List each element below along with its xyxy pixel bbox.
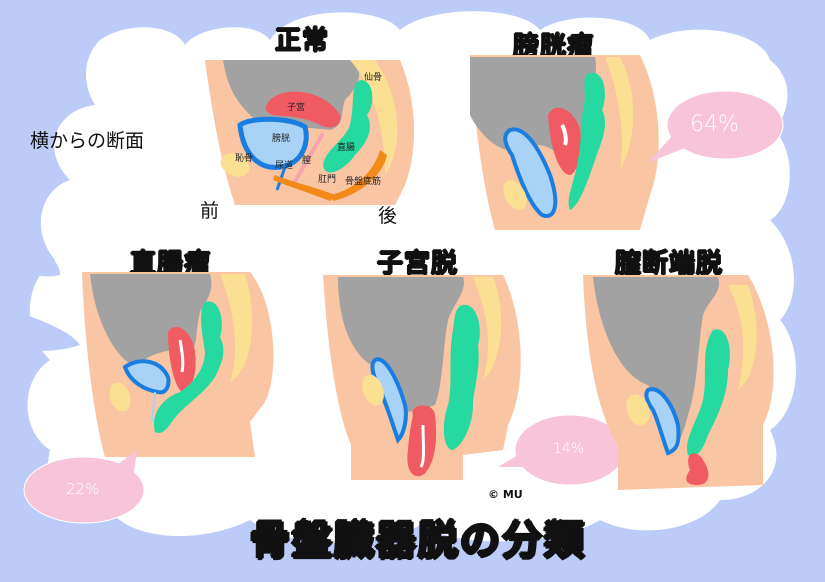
percentage-rectocele: 22% — [66, 480, 100, 498]
subtitle-cross-section: 横からの断面 — [30, 130, 145, 152]
label-back: 後 — [378, 205, 398, 227]
bladder-shape — [237, 116, 309, 170]
diagram-cystocele — [470, 55, 659, 230]
label-uterus: 子宮 — [287, 103, 306, 113]
bubble-cystocele — [647, 90, 784, 163]
pelvic-floor-left — [273, 175, 335, 201]
percentage-cystocele: 64% — [690, 112, 739, 137]
panel-title-uterine-prolapse: 子宮脱 — [377, 249, 459, 279]
copyright: © MU — [488, 488, 523, 501]
label-anus: 肛門 — [318, 175, 337, 185]
vagina-shape — [291, 132, 325, 186]
percentage-uterine-prolapse: 14% — [553, 441, 585, 457]
label-front: 前 — [200, 200, 220, 222]
diagram-normal — [205, 60, 415, 205]
label-bladder: 膀胱 — [272, 134, 291, 144]
label-urethra: 尿道 — [275, 161, 294, 171]
diagram-uterine-prolapse — [323, 275, 521, 480]
diagram-rectocele — [82, 272, 274, 457]
diagram-vaginal-vault-prolapse — [583, 275, 774, 490]
pelvic-floor-right — [330, 150, 387, 201]
label-vagina: 膣 — [302, 156, 312, 166]
sacrum-shape — [350, 60, 398, 175]
label-sacrum: 仙骨 — [364, 73, 383, 83]
uterus-shape — [265, 91, 341, 128]
panel-title-normal: 正常 — [275, 26, 330, 56]
label-pelvic-floor: 骨盤底筋 — [345, 177, 382, 187]
rectum-shape — [323, 80, 373, 173]
pubic-bone-shape — [220, 153, 250, 177]
bubble-uterine-prolapse — [498, 414, 626, 486]
bubble-rectocele — [23, 450, 145, 524]
label-rectum: 直腸 — [337, 143, 356, 153]
panel-title-vaginal-vault-prolapse: 膣断端脱 — [615, 249, 724, 279]
main-title: 骨盤臓器脱の分類 — [250, 518, 586, 564]
label-pubic-bone: 恥骨 — [235, 154, 254, 164]
